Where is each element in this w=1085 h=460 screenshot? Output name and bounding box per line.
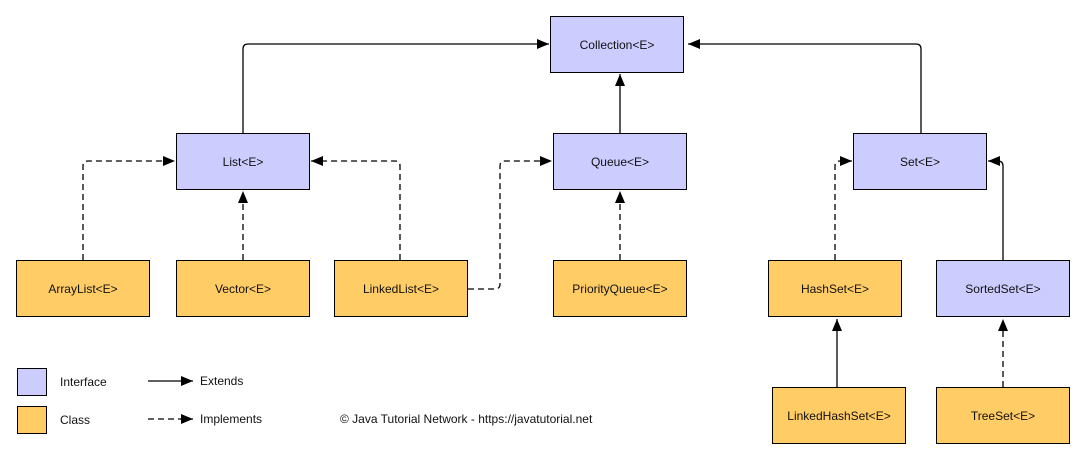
node-label: PriorityQueue<E> [572, 281, 668, 296]
edge-linkedlist-implements-list [311, 156, 401, 260]
node-treeset: TreeSet<E> [936, 387, 1070, 444]
edge-list-extends-collection [242, 39, 549, 133]
node-label: SortedSet<E> [965, 281, 1041, 296]
node-label: ArrayList<E> [48, 281, 118, 296]
node-linkedhashset: LinkedHashSet<E> [772, 387, 906, 444]
node-label: Set<E> [899, 154, 941, 169]
node-label: Queue<E> [590, 154, 650, 169]
edge-hashset-implements-set [834, 156, 852, 260]
node-label: Vector<E> [214, 281, 272, 296]
legend-extends-label: Extends [200, 374, 244, 388]
node-label: TreeSet<E> [970, 408, 1036, 423]
node-priorityqueue: PriorityQueue<E> [553, 260, 687, 317]
node-set: Set<E> [853, 133, 987, 190]
node-sortedset: SortedSet<E> [936, 260, 1070, 317]
node-collection: Collection<E> [550, 16, 684, 73]
edge-arraylist-implements-list [82, 156, 175, 260]
node-hashset: HashSet<E> [768, 260, 902, 317]
edge-set-extends-collection [688, 39, 922, 133]
node-label: LinkedHashSet<E> [787, 408, 891, 423]
node-vector: Vector<E> [176, 260, 310, 317]
legend-implements-label: Implements [200, 412, 263, 426]
legend-class-label: Class [60, 413, 91, 427]
edge-linkedlist-implements-queue [468, 156, 552, 290]
node-list: List<E> [176, 133, 310, 190]
copyright-text: © Java Tutorial Network - https://javatu… [340, 412, 593, 426]
node-linkedlist: LinkedList<E> [334, 260, 468, 317]
edge-sortedset-extends-set [988, 156, 1004, 260]
node-arraylist: ArrayList<E> [16, 260, 150, 317]
node-label: HashSet<E> [800, 281, 870, 296]
interface-swatch-icon [17, 368, 47, 396]
node-label: LinkedList<E> [362, 281, 440, 296]
node-label: Collection<E> [579, 37, 655, 52]
class-swatch-icon [17, 406, 47, 434]
node-label: List<E> [222, 154, 264, 169]
node-queue: Queue<E> [553, 133, 687, 190]
legend-interface-label: Interface [60, 375, 107, 389]
